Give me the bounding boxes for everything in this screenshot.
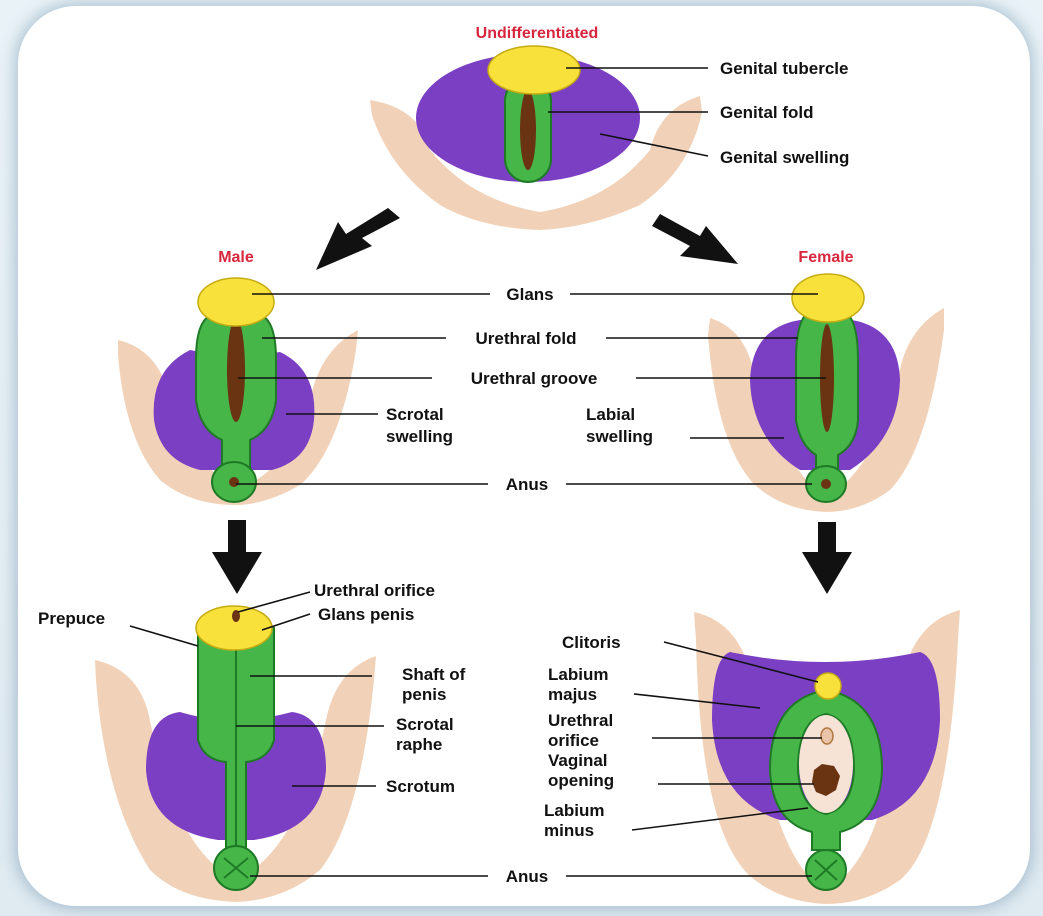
label-labial-swelling-2: swelling [586, 427, 653, 446]
female-indifferent-illustration [708, 274, 944, 512]
female-mid-anus [821, 479, 831, 489]
label-glans: Glans [506, 285, 553, 304]
heading-male: Male [218, 249, 254, 266]
label-genital-fold: Genital fold [720, 103, 814, 122]
label-vaginal-opening-2: opening [548, 771, 614, 790]
label-scrotal-swelling-1: Scrotal [386, 405, 444, 424]
label-shaft-of-penis-1: Shaft of [402, 665, 466, 684]
label-labium-majus-1: Labium [548, 665, 608, 684]
label-scrotal-raphe-2: raphe [396, 735, 442, 754]
label-anus-mid: Anus [506, 475, 549, 494]
undifferentiated-illustration [370, 46, 702, 230]
arrow-to-male [316, 208, 400, 270]
label-urethral-orifice-female-2: orifice [548, 731, 599, 750]
arrow-down-female [802, 522, 852, 594]
label-labium-minus-2: minus [544, 821, 594, 840]
label-shaft-of-penis-2: penis [402, 685, 446, 704]
label-vaginal-opening-1: Vaginal [548, 751, 608, 770]
label-prepuce: Prepuce [38, 609, 105, 628]
label-urethral-groove: Urethral groove [471, 369, 598, 388]
arrow-down-male [212, 520, 262, 594]
male-indifferent-illustration [118, 278, 358, 505]
label-urethral-fold: Urethral fold [475, 329, 576, 348]
male-glans [198, 278, 274, 326]
label-genital-tubercle: Genital tubercle [720, 59, 848, 78]
label-scrotum: Scrotum [386, 777, 455, 796]
female-clitoris [815, 673, 841, 699]
undiff-genital-tubercle [488, 46, 580, 94]
label-scrotal-swelling-2: swelling [386, 427, 453, 446]
label-clitoris: Clitoris [562, 633, 621, 652]
male-mid-anus [229, 477, 239, 487]
label-labium-majus-2: majus [548, 685, 597, 704]
label-anus-bottom: Anus [506, 867, 549, 886]
label-genital-swelling: Genital swelling [720, 148, 849, 167]
heading-undifferentiated: Undifferentiated [476, 25, 599, 42]
male-final-illustration [95, 606, 376, 902]
heading-female: Female [798, 249, 853, 266]
arrow-to-female [652, 214, 738, 264]
label-glans-penis: Glans penis [318, 605, 414, 624]
label-scrotal-raphe-1: Scrotal [396, 715, 454, 734]
female-urethral-orifice [821, 728, 833, 744]
label-labium-minus-1: Labium [544, 801, 604, 820]
label-labial-swelling-1: Labial [586, 405, 635, 424]
female-glans [792, 274, 864, 322]
female-final-illustration [694, 610, 960, 904]
male-urethral-groove [227, 318, 245, 422]
label-urethral-orifice-male: Urethral orifice [314, 581, 435, 600]
undiff-groove [520, 90, 536, 170]
label-urethral-orifice-female-1: Urethral [548, 711, 613, 730]
